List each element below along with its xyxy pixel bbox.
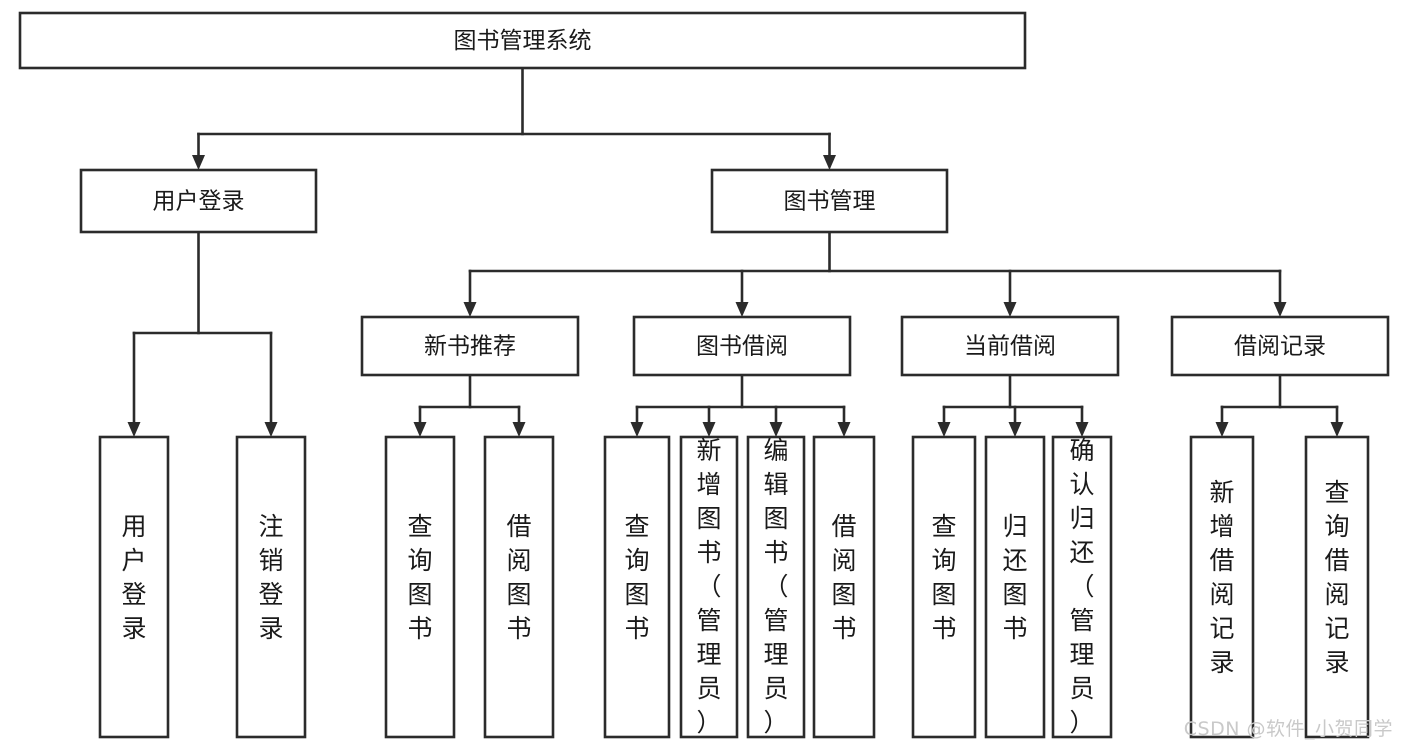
node-leaf-query-book-1[interactable]: 查询图书 [384,435,456,739]
node-user-login[interactable]: 用户登录 [79,168,318,234]
node-leaf-add-book-label: 新增图书（管理员） [696,436,721,737]
node-root-box [18,11,1027,70]
arrow-head-icon [413,422,427,437]
arrow-head-icon [1008,422,1022,437]
arrow-head-icon [1075,422,1089,437]
node-leaf-query-book-3-label: 查询图书 [931,512,956,643]
node-leaf-query-book-2-label: 查询图书 [624,512,649,643]
csdn-watermark: CSDN @软件_小贺同学 [1183,718,1393,740]
node-leaf-confirm-return-label: 确认归还（管理员） [1069,436,1094,737]
node-book-manage-box [710,168,949,234]
node-leaf-user-logout[interactable]: 注销登录 [235,435,307,739]
node-leaf-query-book-2[interactable]: 查询图书 [603,435,671,739]
node-root-label: 图书管理系统 [454,28,592,54]
node-borrow-record[interactable]: 借阅记录 [1170,315,1390,377]
node-leaf-add-book-box [679,435,739,739]
node-new-book-recommend-label: 新书推荐 [424,334,516,360]
arrow-head-icon [512,422,526,437]
node-leaf-user-login-label: 用户登录 [121,512,146,643]
node-leaf-user-login-box [98,435,170,739]
node-leaf-return-book[interactable]: 归还图书 [984,435,1046,739]
node-leaf-add-record-label: 新增借阅记录 [1209,478,1234,677]
arrow-head-icon [127,422,141,437]
node-leaf-user-login[interactable]: 用户登录 [98,435,170,739]
arrow-head-icon [1003,302,1017,317]
node-leaf-query-book-2-box [603,435,671,739]
node-borrow-record-label: 借阅记录 [1234,334,1326,360]
node-leaf-query-book-1-box [384,435,456,739]
node-leaf-query-record[interactable]: 查询借阅记录 [1304,435,1370,739]
node-leaf-query-book-3-box [911,435,977,739]
arrow-head-icon [1273,302,1287,317]
node-leaf-edit-book-box [746,435,806,739]
node-leaf-query-record-box [1304,435,1370,739]
nodes-layer: 图书管理系统用户登录图书管理新书推荐图书借阅当前借阅借阅记录用户登录注销登录查询… [18,11,1390,739]
node-book-borrow-label: 图书借阅 [696,334,788,360]
arrow-head-icon [769,422,783,437]
arrow-head-icon [463,302,477,317]
arrow-head-icon [264,422,278,437]
node-book-borrow-box [632,315,852,377]
node-leaf-query-book-3[interactable]: 查询图书 [911,435,977,739]
node-book-manage[interactable]: 图书管理 [710,168,949,234]
node-leaf-confirm-return[interactable]: 确认归还（管理员） [1051,435,1113,739]
connectors-layer [127,66,1344,437]
node-new-book-recommend-box [360,315,580,377]
arrow-head-icon [937,422,951,437]
arrow-head-icon [1330,422,1344,437]
node-book-borrow[interactable]: 图书借阅 [632,315,852,377]
node-leaf-confirm-return-box [1051,435,1113,739]
arrow-head-icon [192,155,205,170]
node-leaf-edit-book[interactable]: 编辑图书（管理员） [746,435,806,739]
node-current-borrow-label: 当前借阅 [964,334,1056,360]
arrow-head-icon [735,302,749,317]
node-leaf-user-logout-label: 注销登录 [258,512,283,643]
node-leaf-return-book-label: 归还图书 [1002,512,1027,643]
node-book-manage-label: 图书管理 [784,189,876,215]
arrow-head-icon [823,155,836,170]
node-leaf-query-record-label: 查询借阅记录 [1324,478,1349,677]
arrow-head-icon [702,422,716,437]
node-leaf-add-record-box [1189,435,1255,739]
node-borrow-record-box [1170,315,1390,377]
arrow-head-icon [837,422,851,437]
node-leaf-borrow-book-2-box [812,435,876,739]
node-leaf-query-book-1-label: 查询图书 [407,512,432,643]
node-user-login-box [79,168,318,234]
node-current-borrow[interactable]: 当前借阅 [900,315,1120,377]
node-leaf-borrow-book-1-label: 借阅图书 [506,512,531,643]
node-leaf-add-book[interactable]: 新增图书（管理员） [679,435,739,739]
node-root[interactable]: 图书管理系统 [18,11,1027,70]
arrow-head-icon [630,422,644,437]
node-leaf-edit-book-label: 编辑图书（管理员） [763,436,788,737]
node-leaf-borrow-book-2[interactable]: 借阅图书 [812,435,876,739]
node-leaf-borrow-book-1-box [483,435,555,739]
node-user-login-label: 用户登录 [153,189,245,215]
node-leaf-return-book-box [984,435,1046,739]
arrow-head-icon [1215,422,1229,437]
node-new-book-recommend[interactable]: 新书推荐 [360,315,580,377]
node-current-borrow-box [900,315,1120,377]
node-leaf-borrow-book-2-label: 借阅图书 [831,512,856,643]
node-leaf-add-record[interactable]: 新增借阅记录 [1189,435,1255,739]
node-leaf-borrow-book-1[interactable]: 借阅图书 [483,435,555,739]
node-leaf-user-logout-box [235,435,307,739]
